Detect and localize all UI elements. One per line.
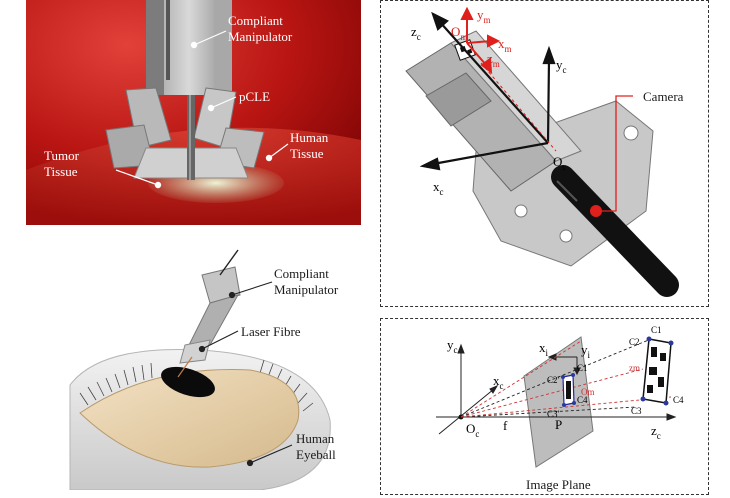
label-zm: zm <box>487 51 500 69</box>
panel-eyeball-manipulator: Compliant Manipulator Laser Fibre Human … <box>60 245 365 491</box>
label-xm: xm <box>498 36 512 54</box>
label-c1-prime: C1 <box>577 363 588 373</box>
label-oc-d: Oc <box>466 421 479 439</box>
label-human-eyeball-2: Eyeball <box>296 447 336 462</box>
label-yi: yi <box>581 342 591 360</box>
panel-camera-frames: Camera zc yc xc Oc ym xm zm Om <box>380 0 709 307</box>
eyeball-scene-illustration: Compliant Manipulator Laser Fibre Human … <box>69 249 339 491</box>
projection-rays <box>460 338 672 418</box>
label-c4-prime: C4 <box>577 395 588 405</box>
label-point-p: P <box>555 417 562 432</box>
eyelashes <box>79 359 314 412</box>
camera-frames-diagram: Camera zc yc xc Oc ym xm zm Om <box>405 6 684 297</box>
label-zm-d: zm <box>629 363 640 373</box>
label-laser-fibre: Laser Fibre <box>241 324 301 339</box>
label-yc: yc <box>556 57 567 75</box>
label-xi: xi <box>539 340 549 358</box>
camera-body <box>551 165 679 297</box>
label-c3-prime: C3' <box>547 409 560 419</box>
label-image-plane: Image Plane <box>526 477 591 492</box>
label-human-eyeball: Human <box>296 431 335 446</box>
label-zc-d: zc <box>651 423 661 441</box>
label-human-tissue-2: Tissue <box>290 146 324 161</box>
label-camera: Camera <box>643 89 684 104</box>
label-focal-f: f <box>503 418 508 433</box>
label-tumor-tissue-2: Tissue <box>44 164 78 179</box>
laser-fibre <box>219 249 239 276</box>
label-oc: Oc <box>553 154 566 172</box>
label-compliant-manipulator-2: Manipulator <box>228 29 293 44</box>
label-zc: zc <box>411 24 421 42</box>
label-om: Om <box>451 24 467 42</box>
label-compliant-manipulator-b-2: Manipulator <box>274 282 339 297</box>
label-c2-prime: C2' <box>547 375 560 385</box>
label-yc-d: yc <box>447 337 458 355</box>
label-compliant-manipulator-b: Compliant <box>274 266 329 281</box>
tumor-scene-illustration: Compliant Manipulator pCLE Human Tissue … <box>26 0 361 225</box>
label-xc-d: xc <box>493 373 504 391</box>
label-compliant-manipulator: Compliant <box>228 13 283 28</box>
label-om-d: Om <box>581 387 595 397</box>
projection-diagram: yc xc Oc f P zc xi yi C2' C3' C1 C4 C1 C… <box>436 325 684 492</box>
marker-axes <box>460 6 501 75</box>
label-ym: ym <box>477 7 491 25</box>
label-c1: C1 <box>651 325 662 335</box>
label-human-tissue: Human <box>290 130 329 145</box>
label-pcle: pCLE <box>239 89 270 104</box>
marker-camera-link <box>480 62 557 152</box>
camera-leader <box>596 95 633 212</box>
camera-axes <box>419 11 556 171</box>
label-xc: xc <box>433 179 444 197</box>
panel-tumor-manipulator: Compliant Manipulator pCLE Human Tissue … <box>26 0 361 225</box>
panel-image-plane: yc xc Oc f P zc xi yi C2' C3' C1 C4 C1 C… <box>380 318 709 495</box>
pupil <box>161 366 215 398</box>
label-c3: C3 <box>631 406 642 416</box>
camera-frame-axes <box>436 343 677 435</box>
label-c4: C4 <box>673 395 684 405</box>
label-c2: C2 <box>629 337 640 347</box>
label-tumor-tissue: Tumor <box>44 148 80 163</box>
